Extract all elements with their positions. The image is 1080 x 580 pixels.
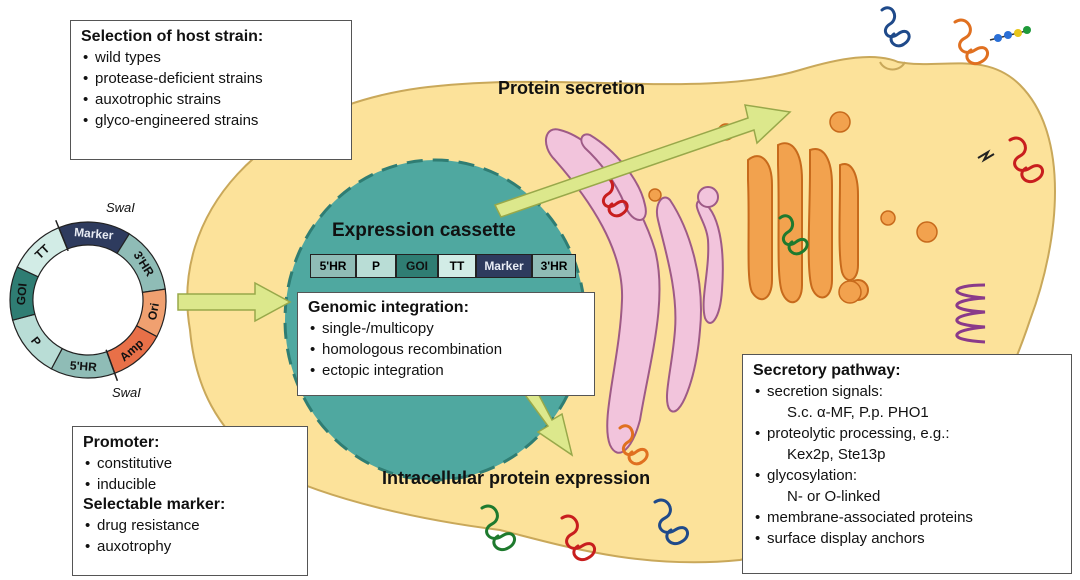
- membrane-protein-coil: [955, 283, 986, 344]
- secretory-item: proteolytic processing, e.g.:: [753, 423, 1061, 444]
- promoter-title: Promoter:: [83, 434, 160, 451]
- protein-secreted-red: [1008, 136, 1045, 183]
- selectable-marker-title: Selectable marker:: [83, 496, 226, 513]
- plasmid-segment-label: Ori: [145, 302, 162, 322]
- genomic-integration-item: ectopic integration: [308, 360, 584, 381]
- secretory-subitem: N- or O-linked: [787, 488, 881, 505]
- secretory-item: membrane-associated proteins: [753, 507, 1061, 528]
- secretory-item: secretion signals:: [753, 381, 1061, 402]
- protein-er-red: [598, 176, 629, 218]
- promoter-item: constitutive: [83, 453, 297, 474]
- swai-site-top: SwaI: [106, 200, 135, 215]
- selectable-marker-item: drug resistance: [83, 515, 297, 536]
- host-strain-item: glyco-engineered strains: [81, 110, 341, 131]
- selectable-marker-item: auxotrophy: [83, 536, 297, 557]
- surface-anchor: [977, 149, 995, 163]
- protein-cyto-green: [480, 504, 517, 551]
- host-strain-item: wild types: [81, 47, 341, 68]
- promoter-item: inducible: [83, 474, 297, 495]
- protein-secreted-orange: [953, 18, 990, 65]
- protein-squiggles: [480, 6, 1045, 561]
- host-strain-box: Selection of host strain: wild types pro…: [70, 20, 352, 160]
- arrow-to-nucleus: [177, 281, 292, 323]
- genomic-integration-item: homologous recombination: [308, 339, 584, 360]
- cell-bud-notch: [879, 61, 906, 71]
- protein-golgi-green: [778, 214, 809, 256]
- golgi-apparatus: [747, 142, 869, 304]
- secretory-pathway-title: Secretory pathway:: [753, 362, 901, 379]
- host-strain-item: auxotrophic strains: [81, 89, 341, 110]
- cassette-marker: Marker: [476, 254, 532, 278]
- secretory-pathway-box: Secretory pathway: secretion signals: S.…: [742, 354, 1072, 574]
- promoter-marker-box: Promoter: constitutive inducible Selecta…: [72, 426, 308, 576]
- plasmid-segment-label: 5'HR: [69, 358, 97, 374]
- plasmid-segment-label: Marker: [74, 225, 115, 242]
- genomic-integration-box: Genomic integration: single-/multicopy h…: [297, 292, 595, 396]
- glycan-chain: [989, 26, 1031, 42]
- arrows: [177, 104, 792, 457]
- genomic-integration-item: single-/multicopy: [308, 318, 584, 339]
- secretory-item: glycosylation:: [753, 465, 1061, 486]
- cassette-tt: TT: [438, 254, 476, 278]
- protein-cyto-blue: [653, 498, 690, 545]
- swai-cut-site: [105, 349, 119, 382]
- cassette-5hr: 5'HR: [310, 254, 356, 278]
- plasmid-segment-label: GOI: [14, 283, 30, 306]
- expression-cassette-label: Expression cassette: [332, 220, 516, 241]
- host-strain-item: protease-deficient strains: [81, 68, 341, 89]
- swai-site-bottom: SwaI: [112, 385, 141, 400]
- intracellular-expression-label: Intracellular protein expression: [382, 468, 651, 488]
- genomic-integration-title: Genomic integration:: [308, 299, 469, 316]
- arrow-secretion: [493, 104, 792, 218]
- cassette-promoter: P: [356, 254, 396, 278]
- secretory-subitem: Kex2p, Ste13p: [787, 446, 886, 463]
- endoplasmic-reticulum: [545, 128, 724, 454]
- secretory-item: surface display anchors: [753, 528, 1061, 549]
- cassette-goi: GOI: [396, 254, 438, 278]
- protein-cyto-red: [560, 514, 597, 561]
- protein-secreted-blue: [880, 6, 911, 48]
- protein-secretion-label: Protein secretion: [498, 78, 646, 98]
- cassette-3hr: 3'HR: [532, 254, 576, 278]
- swai-cut-site: [55, 219, 69, 252]
- protein-cyto-orange: [618, 424, 649, 466]
- secretory-subitem: S.c. α-MF, P.p. PHO1: [787, 404, 929, 421]
- host-strain-title: Selection of host strain:: [81, 28, 264, 45]
